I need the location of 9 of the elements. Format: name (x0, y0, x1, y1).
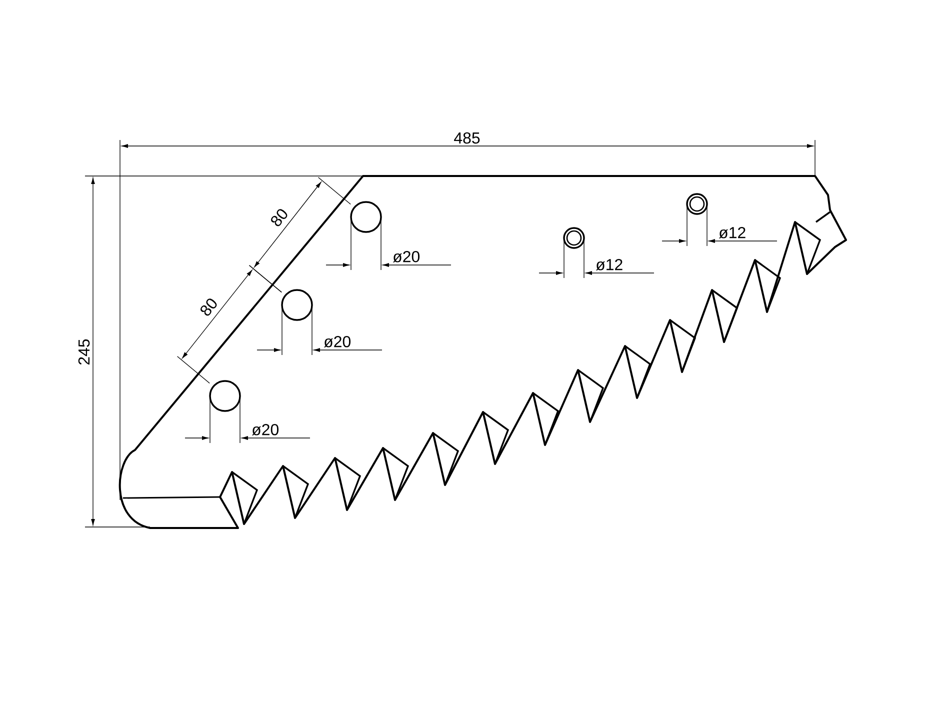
dimension-label: 245 (78, 339, 90, 365)
dimension-label: 485 (454, 132, 480, 144)
dimension-label: 80 (200, 298, 217, 316)
dimension-label: 80 (271, 209, 288, 226)
dimension-label: ø20 (324, 336, 351, 348)
dimension-label: ø12 (596, 258, 622, 270)
dimension-label: ø20 (252, 424, 279, 436)
dimension-label: ø12 (718, 226, 746, 238)
dimension-label: ø20 (392, 250, 420, 262)
